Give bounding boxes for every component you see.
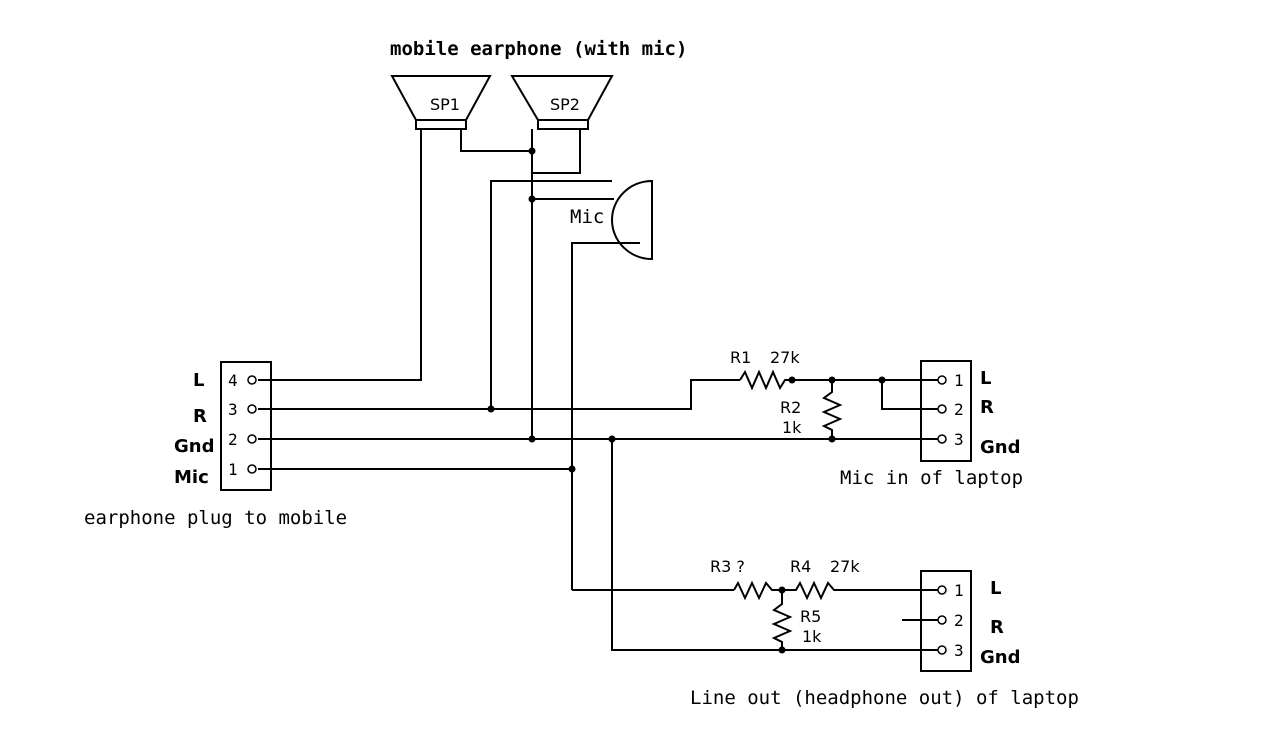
plug-label-r: R <box>193 406 207 427</box>
earphone-plug: 4 3 2 1 L R Gnd Mic earphone plug to mob… <box>84 361 347 529</box>
resistor-r4-value: 27k <box>830 557 860 576</box>
line-out-caption: Line out (headphone out) of laptop <box>690 687 1079 709</box>
resistor-r2: R2 1k <box>780 380 843 439</box>
speaker-sp2: SP2 <box>510 75 614 130</box>
resistor-r5-value: 1k <box>802 627 822 646</box>
speaker-sp1: SP1 <box>390 75 492 130</box>
mic-in-caption: Mic in of laptop <box>840 467 1023 489</box>
line-out-connector: 1 2 3 L R Gnd Line out (headphone out) o… <box>690 570 1079 709</box>
resistor-r2-label: R2 <box>780 398 801 417</box>
plug-pin-1: 1 <box>228 460 238 479</box>
resistor-r3-label: R3 ? <box>710 557 745 576</box>
junction-dots <box>487 147 886 654</box>
line-out-pin-2: 2 <box>954 611 964 630</box>
resistor-r1: R1 27k <box>730 348 832 391</box>
line-out-label-r: R <box>990 617 1004 638</box>
main-wiring <box>258 379 940 651</box>
mic-in-label-l: L <box>980 368 991 389</box>
speaker-sp1-label: SP1 <box>430 95 460 114</box>
resistor-r5: R5 1k <box>771 590 822 650</box>
plug-label-gnd: Gnd <box>174 436 214 457</box>
plug-caption: earphone plug to mobile <box>84 507 347 529</box>
resistor-r1-value: 27k <box>770 348 800 367</box>
mic-in-pin-3: 3 <box>954 430 964 449</box>
plug-pin-2: 2 <box>228 430 238 449</box>
resistor-r4-label: R4 <box>790 557 811 576</box>
mic-in-label-gnd: Gnd <box>980 437 1020 458</box>
plug-label-mic: Mic <box>174 467 209 488</box>
resistor-r5-label: R5 <box>800 607 821 626</box>
microphone: Mic <box>570 179 653 261</box>
speaker-sp2-label: SP2 <box>550 95 580 114</box>
line-out-pin-3: 3 <box>954 641 964 660</box>
mic-in-wiring <box>832 379 940 410</box>
resistor-r1-label: R1 <box>730 348 751 367</box>
resistor-r2-value: 1k <box>782 418 802 437</box>
resistor-r3: R3 ? <box>710 557 782 601</box>
microphone-label: Mic <box>570 206 604 228</box>
resistor-r4: R4 27k <box>782 557 940 601</box>
diagram-title: mobile earphone (with mic) <box>390 38 687 60</box>
mic-in-pin-2: 2 <box>954 400 964 419</box>
line-out-label-l: L <box>990 578 1001 599</box>
mic-in-pin-1: 1 <box>954 371 964 390</box>
line-out-pin-1: 1 <box>954 581 964 600</box>
earphone-wiring <box>258 129 640 590</box>
plug-label-l: L <box>193 370 204 391</box>
mic-in-connector: 1 2 3 L R Gnd Mic in of laptop <box>840 360 1023 489</box>
plug-pin-3: 3 <box>228 400 238 419</box>
plug-pin-4: 4 <box>228 371 238 390</box>
mic-in-label-r: R <box>980 397 994 418</box>
line-out-label-gnd: Gnd <box>980 647 1020 668</box>
